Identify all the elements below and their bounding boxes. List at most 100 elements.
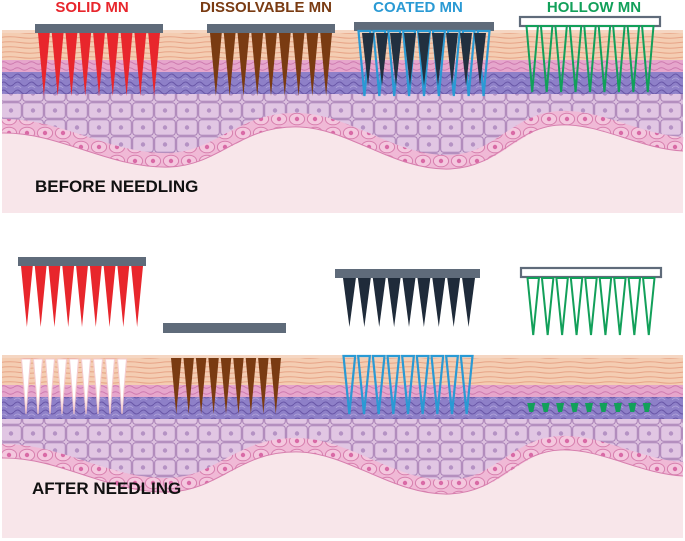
dissolvable-needle (278, 33, 291, 96)
solid-mn-array-before (35, 24, 163, 96)
dissolvable-needle (210, 33, 222, 96)
dissolvable-needle (237, 33, 250, 96)
solid-channel (69, 359, 79, 414)
coated-needle (357, 278, 371, 327)
solid-mn-array-removed (18, 257, 146, 327)
dissolvable-needle (195, 358, 207, 414)
dissolvable-needle (270, 358, 281, 414)
drug-deposit (585, 403, 593, 412)
coated-needle (343, 278, 356, 327)
basal-cell-layer (1, 110, 684, 170)
drug-deposit (541, 403, 550, 412)
hollow-needle (568, 25, 583, 93)
dermis-layer (2, 397, 683, 419)
solid-needle (79, 33, 92, 96)
drug-deposit (556, 403, 565, 412)
coated-needle (462, 278, 475, 327)
dissolvable-needle (208, 358, 219, 414)
coated-mn-array-before (354, 22, 494, 97)
solid-channel-edge (20, 358, 32, 415)
hollow-needle (598, 277, 613, 336)
coated-needle-core (404, 33, 416, 86)
skin-before (1, 30, 684, 213)
after-needling-label: AFTER NEEDLING (32, 479, 181, 498)
solid-channel (81, 359, 91, 414)
dermis-layer (2, 72, 683, 94)
solid-channel (117, 359, 127, 414)
coated-needle (416, 29, 432, 97)
solid-needle (38, 33, 50, 96)
solid-needle (148, 33, 160, 96)
hollow-needle (539, 25, 554, 93)
coated-needle (372, 278, 386, 327)
dissolvable-base-plate (163, 323, 286, 333)
hollow-needle (641, 277, 656, 336)
solid-channel (33, 359, 43, 414)
coated-needle (402, 278, 416, 327)
dissolvable-needle (306, 33, 319, 96)
solid-needle (34, 266, 47, 327)
dissolvable-needle (320, 33, 332, 96)
skin-surface (2, 30, 683, 33)
hollow-needle (583, 25, 597, 93)
coated-channel (342, 354, 357, 415)
dissolvable-base-plate-removed (163, 323, 286, 333)
hollow-needle (554, 25, 568, 93)
basal-cell-layer (1, 435, 684, 495)
solid-base-plate (35, 24, 163, 33)
solid-needle (76, 266, 88, 327)
coated-channel (415, 354, 430, 415)
solid-needle (131, 266, 143, 327)
dissolvable-needle (292, 33, 305, 96)
dissolvable-mn-array-before (207, 24, 335, 96)
solid-channel-edge (44, 358, 56, 415)
solid-needle (21, 266, 33, 327)
dissolvable-needle (223, 33, 236, 96)
solid-needle (48, 266, 61, 327)
solid-channel-edge (92, 358, 104, 415)
coated-needle (417, 278, 431, 327)
solid-channel-edge (56, 358, 68, 415)
solid-needle (120, 33, 133, 96)
solid-needle (65, 33, 78, 96)
solid-needle (51, 33, 64, 96)
solid-needle (106, 33, 119, 96)
dissolvable-needle (251, 33, 264, 96)
hollow-needle (540, 277, 555, 336)
coated-needle-core (460, 33, 472, 86)
hollow-needle (584, 277, 598, 336)
hollow-needle (525, 25, 540, 93)
solid-needle (93, 33, 105, 96)
drug-deposit (642, 403, 651, 412)
coated-channel (371, 354, 386, 415)
hollow-needle (555, 277, 569, 336)
hollow-needle (597, 25, 612, 93)
coated-channel (430, 354, 445, 415)
coated-needle-core (418, 33, 430, 86)
dissolvable-needle (258, 358, 269, 414)
pink-wave-layer (2, 385, 683, 397)
drug-deposit (527, 403, 536, 412)
solid-channel-edge (68, 358, 80, 415)
solid-channel (45, 359, 55, 414)
coated-needle-core (376, 33, 388, 86)
coated-needle (387, 278, 401, 327)
dissolvable-needle (265, 33, 277, 96)
hollow-needle (627, 277, 642, 336)
coated-needle-core (362, 33, 374, 86)
solid-channel (105, 359, 115, 414)
solid-mn-channels (20, 358, 128, 415)
hollow-needle (613, 277, 627, 336)
stratum-corneum (2, 358, 683, 385)
solid-needle (89, 266, 102, 327)
hollow-drug-deposits (527, 403, 651, 412)
coated-channel (400, 354, 416, 415)
hollow-needle (626, 25, 641, 93)
coated-needle-core (474, 33, 486, 86)
hollow-needle (640, 25, 655, 93)
drug-deposit (599, 403, 608, 412)
coated-base-plate (354, 22, 494, 31)
hollow-mn-array-before (518, 15, 662, 93)
solid-channel-edge (80, 358, 92, 415)
dissolvable-needle (183, 358, 194, 414)
